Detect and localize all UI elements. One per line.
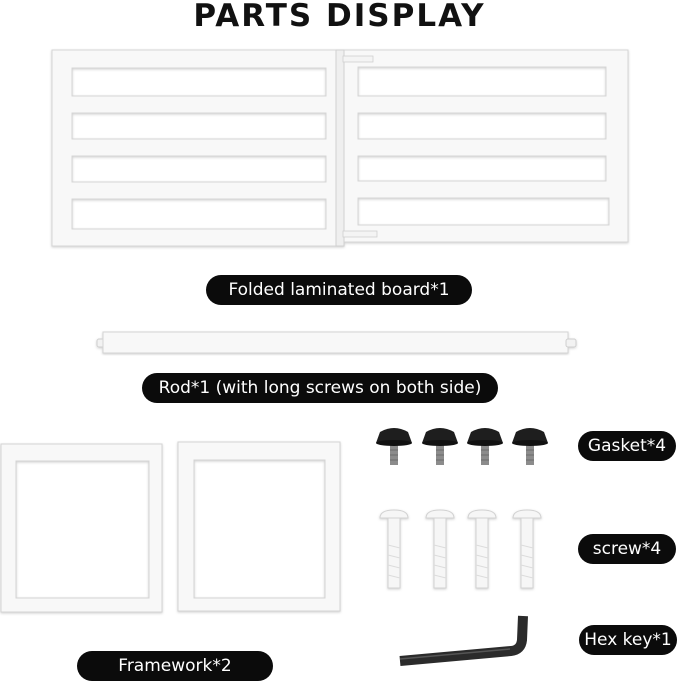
label-gasket: Gasket*4	[578, 431, 676, 461]
folded-laminated-board-image	[51, 49, 629, 247]
label-framework: Framework*2	[77, 651, 273, 681]
screw-image	[379, 509, 542, 589]
label-hex-key: Hex key*1	[579, 625, 677, 655]
hex-key-image	[399, 615, 528, 666]
framework-image	[0, 441, 341, 613]
label-rod: Rod*1 (with long screws on both side)	[142, 373, 498, 403]
gasket-image	[376, 428, 548, 465]
rod-image	[96, 331, 577, 354]
label-folded-laminated-board: Folded laminated board*1	[206, 275, 472, 305]
label-screw: screw*4	[578, 534, 676, 564]
page-title: PARTS DISPLAY	[193, 0, 486, 34]
